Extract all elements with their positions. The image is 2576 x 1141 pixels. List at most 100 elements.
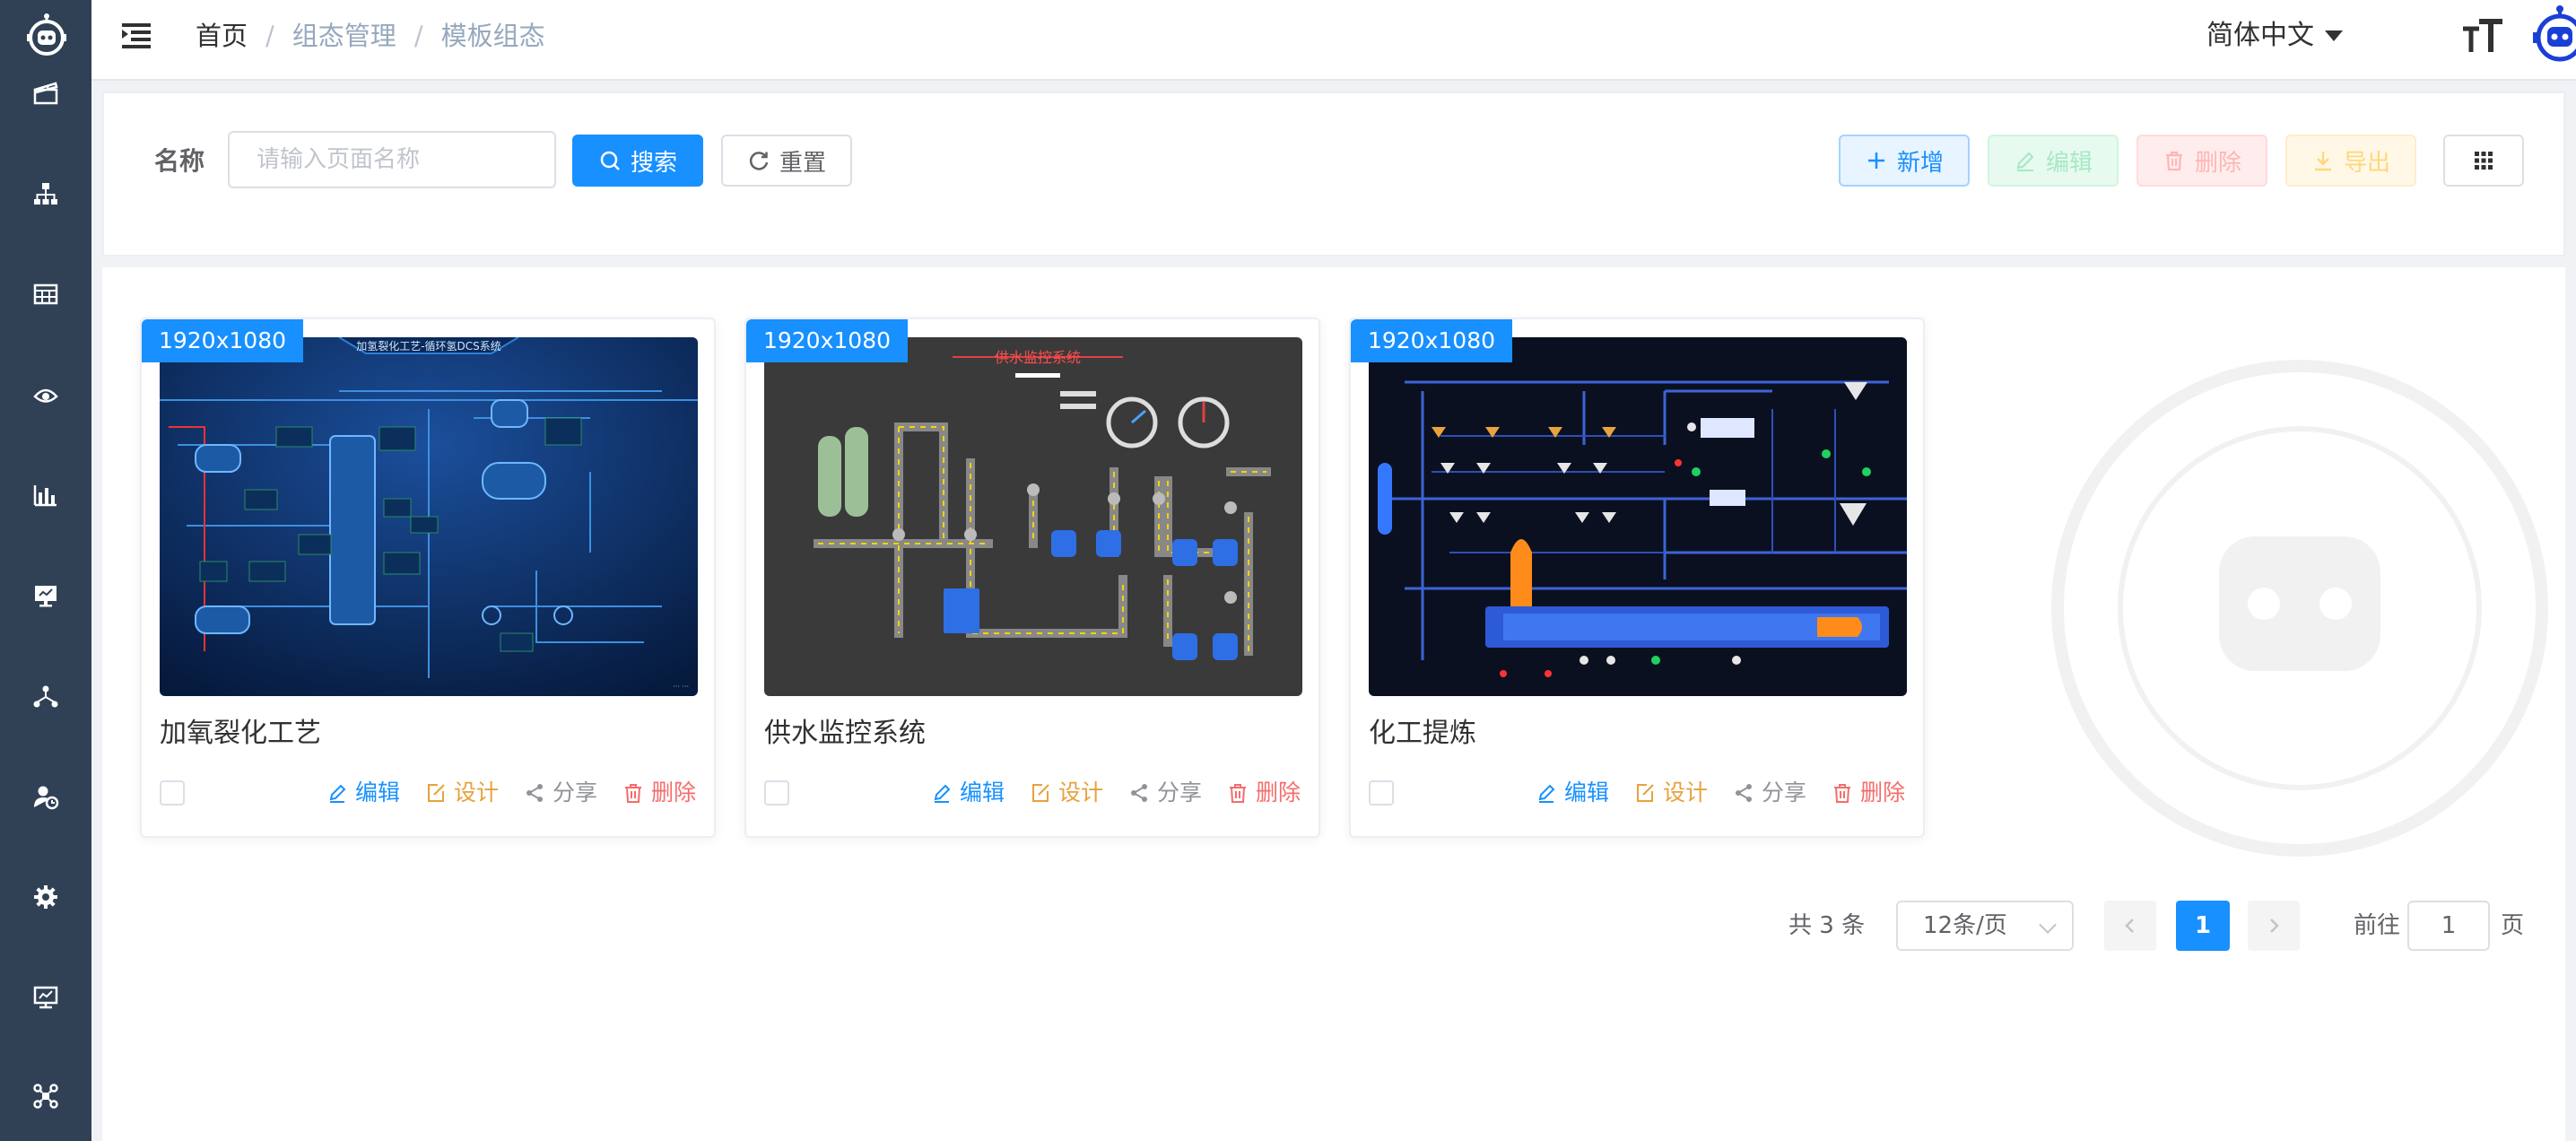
template-thumbnail[interactable] bbox=[1369, 337, 1907, 696]
thumb-caption: 供水监控系统 bbox=[995, 349, 1081, 366]
template-card[interactable]: 1920x1080 供水监控系统 bbox=[744, 318, 1320, 838]
card-design-label: 设计 bbox=[453, 780, 499, 806]
edit-icon bbox=[934, 784, 951, 803]
breadcrumb: 首页 / 组态管理 / 模板组态 bbox=[196, 16, 545, 56]
page-size-value: 12条/页 bbox=[1923, 912, 2007, 939]
next-page-button[interactable] bbox=[2248, 901, 2300, 951]
design-icon bbox=[1636, 784, 1654, 802]
edit-button[interactable]: 编辑 bbox=[1988, 135, 2119, 187]
prev-page-button[interactable] bbox=[2104, 901, 2156, 951]
water-supply-diagram: 供水监控系统 bbox=[764, 337, 1302, 696]
card-delete-button[interactable]: 删除 bbox=[1832, 775, 1905, 811]
trash-icon bbox=[624, 784, 641, 803]
chevron-down-icon bbox=[2039, 916, 2057, 934]
network-icon[interactable] bbox=[30, 680, 62, 712]
trash-icon bbox=[1229, 784, 1246, 803]
hamburger-icon[interactable] bbox=[118, 20, 154, 52]
breadcrumb-template-config: 模板组态 bbox=[440, 21, 545, 51]
goto-label: 前往 bbox=[2354, 912, 2401, 939]
select-checkbox[interactable] bbox=[1369, 780, 1394, 806]
refresh-icon bbox=[749, 152, 769, 170]
design-icon bbox=[1031, 784, 1049, 802]
share-icon bbox=[1735, 784, 1752, 802]
card-delete-button[interactable]: 删除 bbox=[1227, 775, 1301, 811]
search-panel: 名称 搜索 重置 新增 编辑 删除 导出 bbox=[102, 91, 2565, 257]
language-selector[interactable]: 简体中文 bbox=[2206, 16, 2343, 56]
template-thumbnail[interactable]: 供水监控系统 bbox=[764, 337, 1302, 696]
eye-cloud-icon[interactable] bbox=[30, 379, 62, 411]
card-edit-button[interactable]: 编辑 bbox=[931, 775, 1005, 811]
add-button-label: 新增 bbox=[1896, 149, 1944, 177]
card-share-button[interactable]: 分享 bbox=[524, 775, 597, 811]
card-design-label: 设计 bbox=[1057, 780, 1103, 806]
pagination: 共 3 条 12条/页 1 前往 页 bbox=[102, 897, 2565, 954]
card-share-label: 分享 bbox=[1156, 780, 1202, 806]
trash-icon bbox=[1833, 784, 1850, 803]
table-icon[interactable] bbox=[30, 278, 62, 310]
breadcrumb-home[interactable]: 首页 bbox=[196, 21, 248, 51]
card-design-button[interactable]: 设计 bbox=[425, 775, 499, 811]
card-design-button[interactable]: 设计 bbox=[1030, 775, 1103, 811]
template-card[interactable]: 1920x1080 bbox=[1349, 318, 1925, 838]
reset-button-label: 重置 bbox=[779, 149, 826, 177]
share-icon bbox=[526, 784, 543, 802]
monitor-chart-icon[interactable] bbox=[30, 981, 62, 1014]
edit-icon bbox=[2016, 152, 2034, 171]
export-button[interactable]: 导出 bbox=[2285, 135, 2416, 187]
org-chart-icon[interactable] bbox=[30, 178, 62, 210]
caret-down-icon bbox=[2325, 30, 2343, 41]
template-title: 加氧裂化工艺 bbox=[160, 718, 321, 749]
card-design-button[interactable]: 设计 bbox=[1634, 775, 1708, 811]
template-thumbnail[interactable]: 加氢裂化工艺-循环氢DCS系统 ··· ··· bbox=[160, 337, 698, 696]
page-number-current[interactable]: 1 bbox=[2176, 901, 2230, 951]
edit-icon bbox=[1538, 784, 1555, 803]
card-design-label: 设计 bbox=[1662, 780, 1708, 806]
breadcrumb-config-management: 组态管理 bbox=[292, 21, 396, 51]
font-size-icon[interactable] bbox=[2459, 14, 2506, 57]
template-title: 供水监控系统 bbox=[764, 718, 926, 749]
chemical-refining-diagram bbox=[1369, 337, 1907, 696]
card-edit-label: 编辑 bbox=[354, 780, 400, 806]
grid-view-button[interactable] bbox=[2443, 135, 2524, 187]
top-navbar: 首页 / 组态管理 / 模板组态 简体中文 bbox=[91, 0, 2576, 81]
template-card[interactable]: 1920x1080 加氢裂化工艺-循环氢DCS系统 bbox=[140, 318, 716, 838]
plus-icon bbox=[1867, 152, 1884, 169]
page-size-select[interactable]: 12条/页 bbox=[1896, 901, 2074, 951]
delete-button[interactable]: 删除 bbox=[2137, 135, 2267, 187]
card-delete-button[interactable]: 删除 bbox=[622, 775, 696, 811]
robot-avatar-icon[interactable] bbox=[2533, 5, 2576, 63]
card-edit-button[interactable]: 编辑 bbox=[1536, 775, 1609, 811]
drone-icon[interactable] bbox=[30, 1080, 62, 1112]
pagination-total: 共 3 条 bbox=[1788, 912, 1866, 939]
card-share-button[interactable]: 分享 bbox=[1128, 775, 1202, 811]
design-icon bbox=[427, 784, 445, 802]
chevron-right-icon bbox=[2270, 919, 2279, 933]
clapperboard-icon[interactable] bbox=[30, 77, 62, 109]
card-actions: 编辑 设计 分享 删除 bbox=[1510, 775, 1905, 811]
select-checkbox[interactable] bbox=[764, 780, 789, 806]
card-edit-label: 编辑 bbox=[1563, 780, 1609, 806]
monitor-icon[interactable] bbox=[30, 579, 62, 612]
logo-icon[interactable] bbox=[25, 13, 68, 59]
svg-text:··· ···: ··· ··· bbox=[673, 683, 689, 691]
card-share-label: 分享 bbox=[552, 780, 597, 806]
reset-button[interactable]: 重置 bbox=[721, 135, 852, 187]
card-edit-button[interactable]: 编辑 bbox=[326, 775, 400, 811]
bar-chart-icon[interactable] bbox=[30, 479, 62, 511]
user-lock-icon[interactable] bbox=[30, 780, 62, 813]
delete-button-label: 删除 bbox=[2194, 149, 2241, 177]
export-button-label: 导出 bbox=[2343, 149, 2390, 177]
gear-icon[interactable] bbox=[30, 881, 62, 913]
resolution-badge: 1920x1080 bbox=[1351, 319, 1512, 362]
select-checkbox[interactable] bbox=[160, 780, 185, 806]
search-button[interactable]: 搜索 bbox=[572, 135, 703, 187]
goto-page-input[interactable] bbox=[2407, 901, 2490, 951]
card-actions: 编辑 设计 分享 删除 bbox=[301, 775, 696, 811]
add-button[interactable]: 新增 bbox=[1839, 135, 1970, 187]
chevron-left-icon bbox=[2125, 919, 2134, 933]
resolution-badge: 1920x1080 bbox=[142, 319, 303, 362]
edit-button-label: 编辑 bbox=[2045, 149, 2093, 177]
card-share-button[interactable]: 分享 bbox=[1733, 775, 1806, 811]
card-actions: 编辑 设计 分享 删除 bbox=[906, 775, 1301, 811]
name-search-input[interactable] bbox=[228, 131, 556, 188]
